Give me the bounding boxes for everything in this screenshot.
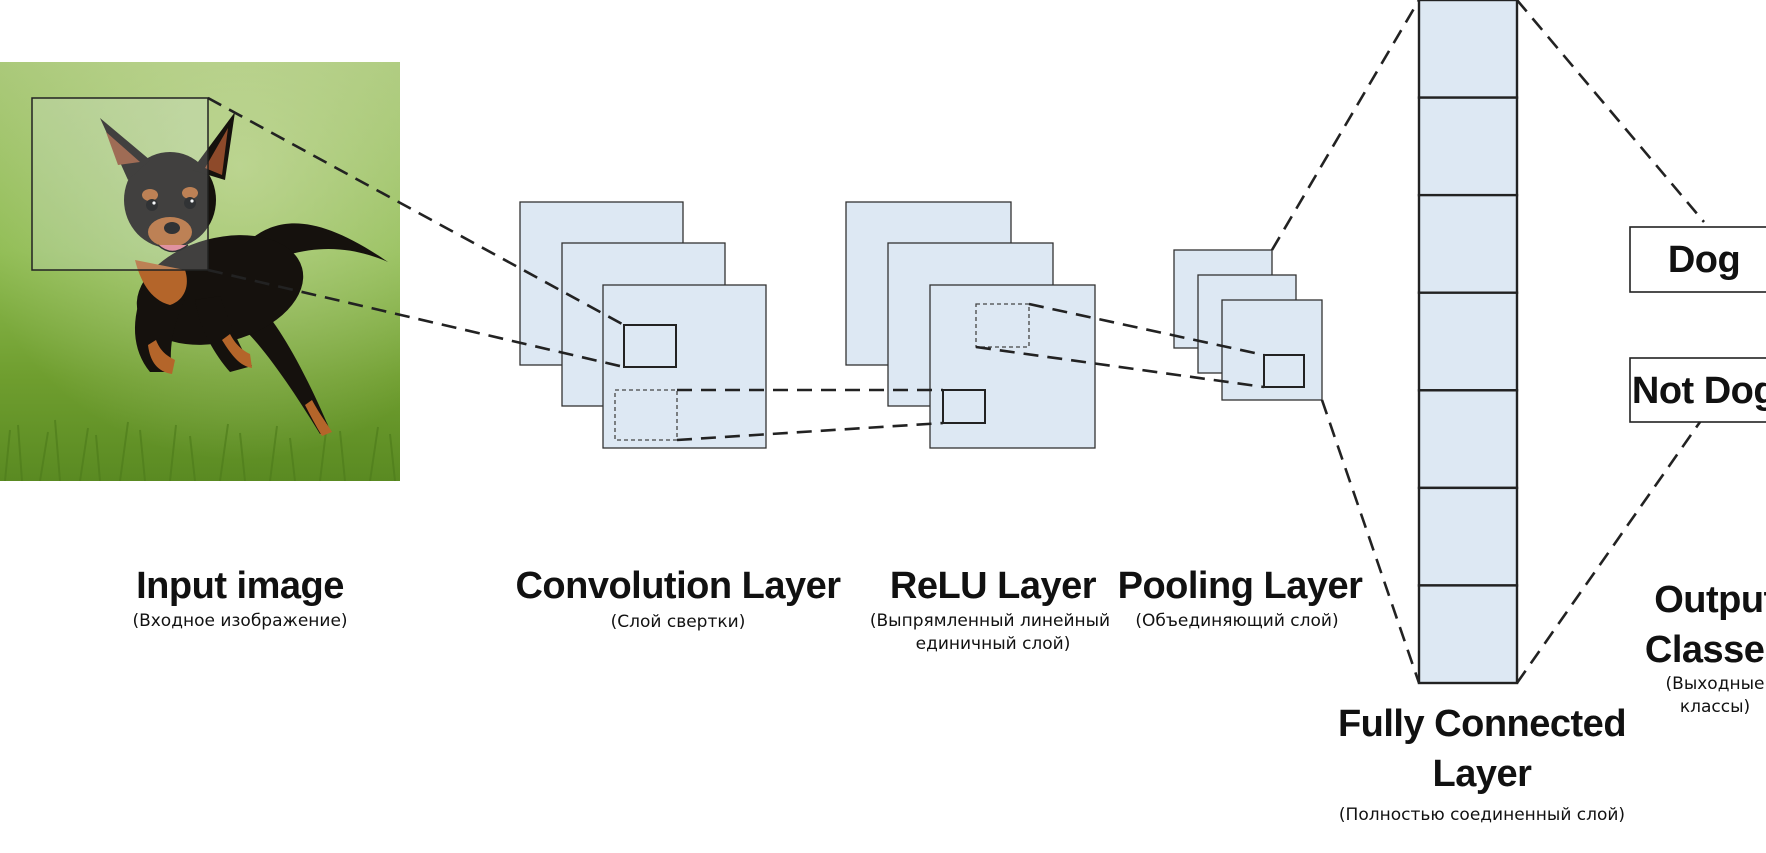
convolution-feature-maps [519, 201, 767, 449]
fully-connected-layer [1417, 0, 1519, 685]
connector [1270, 0, 1421, 251]
stage-title: Layer [1433, 753, 1533, 795]
stage-title: Input image [136, 565, 344, 607]
stage-subtitle: (Полностью соединенный слой) [1339, 805, 1625, 825]
relu-feature-maps [845, 201, 1096, 449]
relu-output-region [975, 303, 1030, 348]
stage-label-input: Input image (Входное изображение) [132, 565, 347, 631]
fc-unit [1417, 291, 1519, 392]
stage-title: Fully Connected [1338, 703, 1626, 745]
connector [1515, 421, 1702, 684]
stage-subtitle: (Выпрямленный линейный [870, 611, 1110, 631]
connector [1320, 399, 1421, 684]
stage-subtitle: (Объединяющий слой) [1135, 611, 1338, 631]
pool-window [1263, 354, 1305, 388]
feature-map [929, 284, 1096, 449]
grass [4, 419, 396, 481]
stage-title: Pooling Layer [1118, 565, 1363, 607]
fc-unit [1417, 584, 1519, 685]
stage-subtitle: единичный слой) [916, 634, 1071, 654]
dog [100, 112, 388, 436]
stage-subtitle: (Входное изображение) [132, 611, 347, 631]
pooling-feature-maps [1173, 249, 1323, 401]
relu-input-region [942, 389, 986, 424]
stage-label-pooling: Pooling Layer (Объединяющий слой) [1118, 565, 1364, 631]
connector [1516, 0, 1705, 223]
stage-subtitle: классы) [1680, 697, 1750, 717]
fc-unit [1417, 486, 1519, 587]
fc-unit [1417, 193, 1519, 294]
fc-unit [1417, 0, 1519, 99]
connector [676, 421, 944, 442]
stage-label-fully-connected: Fully Connected Layer (Полностью соедине… [1338, 703, 1627, 825]
fc-unit [1417, 96, 1519, 197]
receptive-field-window [31, 97, 209, 271]
fc-unit [1417, 389, 1519, 490]
input-image [0, 62, 400, 481]
conv-kernel [623, 324, 677, 368]
dashed-connectors [207, 0, 1705, 684]
stage-title: Convolution Layer [515, 565, 841, 607]
conv-output-region [614, 389, 678, 441]
connector [207, 96, 625, 327]
stage-title: Output [1654, 579, 1766, 621]
stage-label-output: Output Classes (Выходные классы) [1645, 579, 1766, 717]
stage-subtitle: (Выходные [1666, 674, 1765, 694]
stage-title: Classes [1645, 629, 1766, 671]
output-class-not-dog [1629, 357, 1766, 423]
stage-label-convolution: Convolution Layer (Слой свертки) [515, 565, 841, 632]
stage-subtitle: (Слой свертки) [611, 612, 746, 632]
stage-title: ReLU Layer [890, 565, 1097, 607]
connector [1028, 302, 1265, 357]
stage-label-relu: ReLU Layer (Выпрямленный линейный единич… [870, 565, 1110, 654]
output-class-label: Dog [1668, 239, 1740, 281]
output-class-dog [1629, 226, 1766, 293]
connector [975, 345, 1265, 389]
feature-map [1221, 299, 1323, 401]
output-class-label: Not Dog [1632, 370, 1766, 412]
